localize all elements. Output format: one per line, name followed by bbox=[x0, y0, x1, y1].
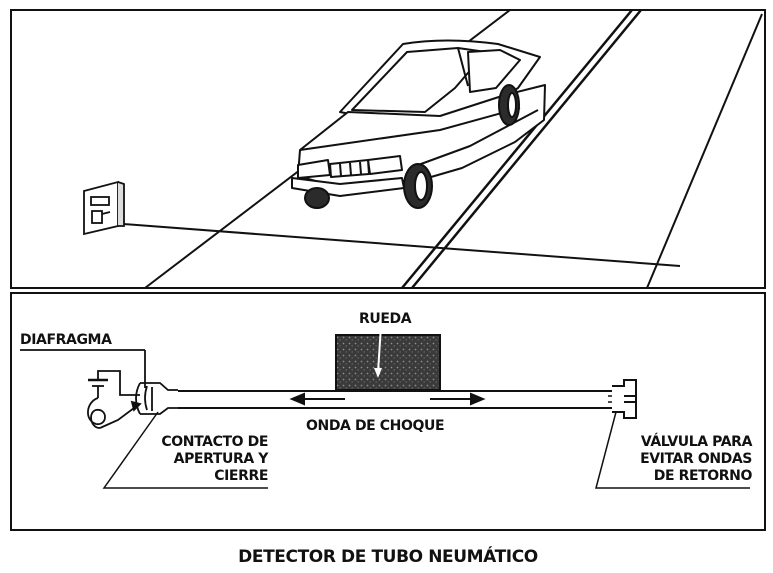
road-lines bbox=[109, 9, 763, 289]
tube-schematic-panel: RUEDA DIAFRAGMA ONDA DE CHOQUE CONTACTO … bbox=[10, 292, 766, 531]
pneumatic-tube bbox=[178, 390, 612, 409]
svg-text:APERTURA Y: APERTURA Y bbox=[174, 451, 270, 467]
svg-text:CONTACTO DE: CONTACTO DE bbox=[161, 434, 268, 450]
bottom-panel-frame bbox=[10, 292, 766, 531]
figure-caption: DETECTOR DE TUBO NEUMÁTICO bbox=[238, 545, 538, 567]
shock-wave-arrows bbox=[289, 392, 486, 406]
road-center-line-a bbox=[401, 9, 633, 289]
car-illustration bbox=[291, 39, 546, 209]
label-valvula: VÁLVULA PARA EVITAR ONDAS DE RETORNO bbox=[640, 433, 753, 484]
road-center-line-b bbox=[411, 9, 642, 289]
label-rueda: RUEDA bbox=[359, 311, 412, 327]
return-wave-valve bbox=[612, 379, 637, 419]
road-right-edge bbox=[646, 13, 763, 289]
pneumatic-tube-across-road bbox=[109, 222, 681, 267]
svg-text:EVITAR ONDAS: EVITAR ONDAS bbox=[640, 451, 752, 467]
wheel-pointer bbox=[377, 325, 382, 373]
svg-text:DE RETORNO: DE RETORNO bbox=[654, 468, 753, 484]
label-contacto: CONTACTO DE APERTURA Y CIERRE bbox=[161, 434, 269, 484]
label-diafragma: DIAFRAGMA bbox=[20, 332, 112, 348]
diaphragm-assembly bbox=[20, 349, 178, 429]
front-left-wheel bbox=[304, 187, 330, 209]
wheel-block bbox=[335, 334, 441, 391]
top-panel-frame bbox=[10, 9, 766, 289]
svg-text:CIERRE: CIERRE bbox=[214, 468, 268, 484]
leader-lines bbox=[102, 411, 750, 489]
road-scene-panel bbox=[10, 9, 766, 289]
roadside-counter-box bbox=[83, 180, 125, 236]
label-onda-de-choque: ONDA DE CHOQUE bbox=[306, 418, 444, 434]
svg-text:VÁLVULA PARA: VÁLVULA PARA bbox=[641, 433, 753, 450]
